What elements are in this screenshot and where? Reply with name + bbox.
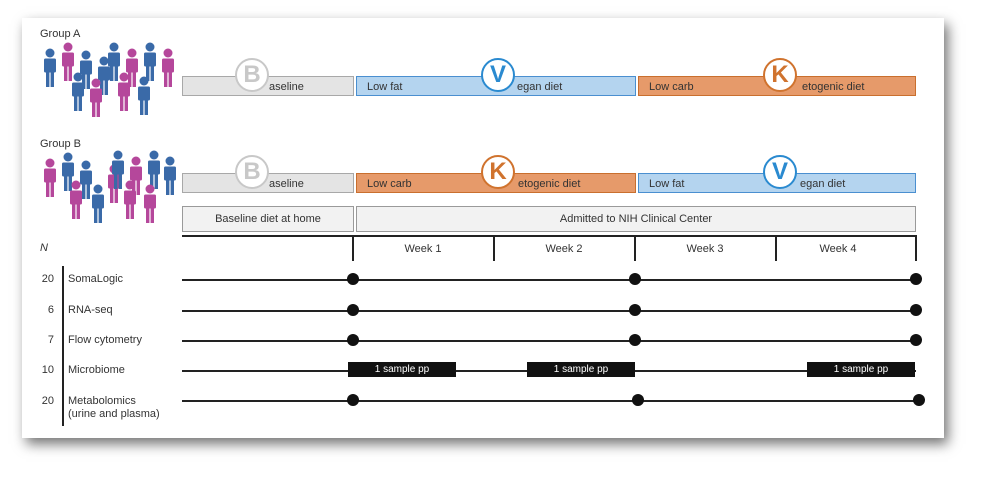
- n-header: N: [40, 242, 48, 254]
- person-icon: [60, 42, 76, 87]
- sample-dot: [629, 304, 641, 316]
- person-icon: [142, 184, 158, 229]
- assay-n: 6: [47, 304, 54, 316]
- sample-pp-box: 1 sample pp: [527, 362, 635, 377]
- diet-prefix: Low fat: [649, 178, 685, 190]
- person-icon: [68, 180, 84, 225]
- week-4-label: Week 4: [819, 243, 857, 255]
- sample-dot: [347, 273, 359, 285]
- sample-dot: [913, 394, 925, 406]
- assay-n: 7: [47, 334, 54, 346]
- person-icon: [124, 48, 140, 93]
- person-icon: [88, 78, 104, 123]
- sample-dot: [629, 334, 641, 346]
- week-tick: [775, 235, 777, 261]
- person-icon: [70, 72, 86, 117]
- person-icon: [42, 48, 58, 93]
- assay-subtitle: (urine and plasma): [68, 408, 160, 420]
- timeline-line: [182, 400, 919, 402]
- baseline-rest-text: aseline: [269, 81, 304, 93]
- diet-rest: etogenic diet: [518, 178, 581, 190]
- diet-prefix: Low carb: [367, 178, 412, 190]
- group-a-keto-bar: Low carb etogenic diet: [638, 76, 916, 96]
- assay-name: Microbiome: [68, 364, 125, 376]
- sample-dot: [632, 394, 644, 406]
- week-tick: [493, 235, 495, 261]
- week-1-label: Week 1: [404, 243, 442, 255]
- person-icon: [116, 72, 132, 117]
- diet-rest: etogenic diet: [802, 81, 865, 93]
- diet-prefix: Low fat: [367, 81, 403, 93]
- sample-pp-box: 1 sample pp: [348, 362, 456, 377]
- sample-dot: [910, 304, 922, 316]
- week-tick: [634, 235, 636, 261]
- group-b-baseline-bar: aseline: [182, 173, 354, 193]
- sample-dot: [347, 304, 359, 316]
- person-icon: [160, 48, 176, 93]
- sample-dot: [347, 334, 359, 346]
- baseline-b-icon: B: [235, 155, 269, 189]
- week-tick: [352, 235, 354, 261]
- person-icon: [42, 158, 58, 203]
- person-icon: [146, 150, 162, 195]
- assay-name: Metabolomics: [68, 395, 136, 407]
- week-2-label: Week 2: [545, 243, 583, 255]
- baseline-b-icon: B: [235, 58, 269, 92]
- vegan-v-icon: V: [763, 155, 797, 189]
- sample-dot: [629, 273, 641, 285]
- assay-name: Flow cytometry: [68, 334, 142, 346]
- assay-name: SomaLogic: [68, 273, 124, 285]
- assay-separator: [62, 266, 64, 426]
- person-icon: [136, 76, 152, 121]
- person-icon: [60, 152, 76, 197]
- timeline-line: [182, 310, 916, 312]
- person-icon: [78, 160, 94, 205]
- diet-rest: egan diet: [800, 178, 846, 190]
- timeline-line: [182, 340, 916, 342]
- person-icon: [78, 50, 94, 95]
- keto-k-icon: K: [481, 155, 515, 189]
- diet-rest: egan diet: [517, 81, 563, 93]
- assay-name: RNA-seq: [68, 304, 113, 316]
- baseline-rest-text: aseline: [269, 178, 304, 190]
- group-b-label: Group B: [40, 138, 81, 150]
- person-icon: [90, 184, 106, 229]
- person-icon: [96, 56, 112, 101]
- nih-setting-box: Admitted to NIH Clinical Center: [356, 206, 916, 232]
- diet-prefix: Low carb: [649, 81, 694, 93]
- timeline-line: [182, 279, 916, 281]
- person-icon: [122, 180, 138, 225]
- assay-n: 20: [41, 273, 54, 285]
- group-a-baseline-bar: aseline: [182, 76, 354, 96]
- group-a-label: Group A: [40, 28, 81, 40]
- person-icon: [106, 42, 122, 87]
- week-3-label: Week 3: [686, 243, 724, 255]
- person-icon: [142, 42, 158, 87]
- sample-pp-box: 1 sample pp: [807, 362, 915, 377]
- figure-card: Group A aseline B Low fat egan diet V Lo…: [22, 18, 944, 438]
- assay-n: 20: [41, 395, 54, 407]
- week-ruler-line: [182, 235, 916, 237]
- sample-dot: [910, 273, 922, 285]
- person-icon: [162, 156, 178, 201]
- week-tick: [915, 235, 917, 261]
- assay-n: 10: [41, 364, 54, 376]
- keto-k-icon: K: [763, 58, 797, 92]
- group-b-participants-icon: [40, 150, 180, 228]
- sample-dot: [347, 394, 359, 406]
- person-icon: [110, 150, 126, 195]
- sample-dot: [910, 334, 922, 346]
- vegan-v-icon: V: [481, 58, 515, 92]
- home-setting-box: Baseline diet at home: [182, 206, 354, 232]
- group-a-participants-icon: [40, 42, 180, 120]
